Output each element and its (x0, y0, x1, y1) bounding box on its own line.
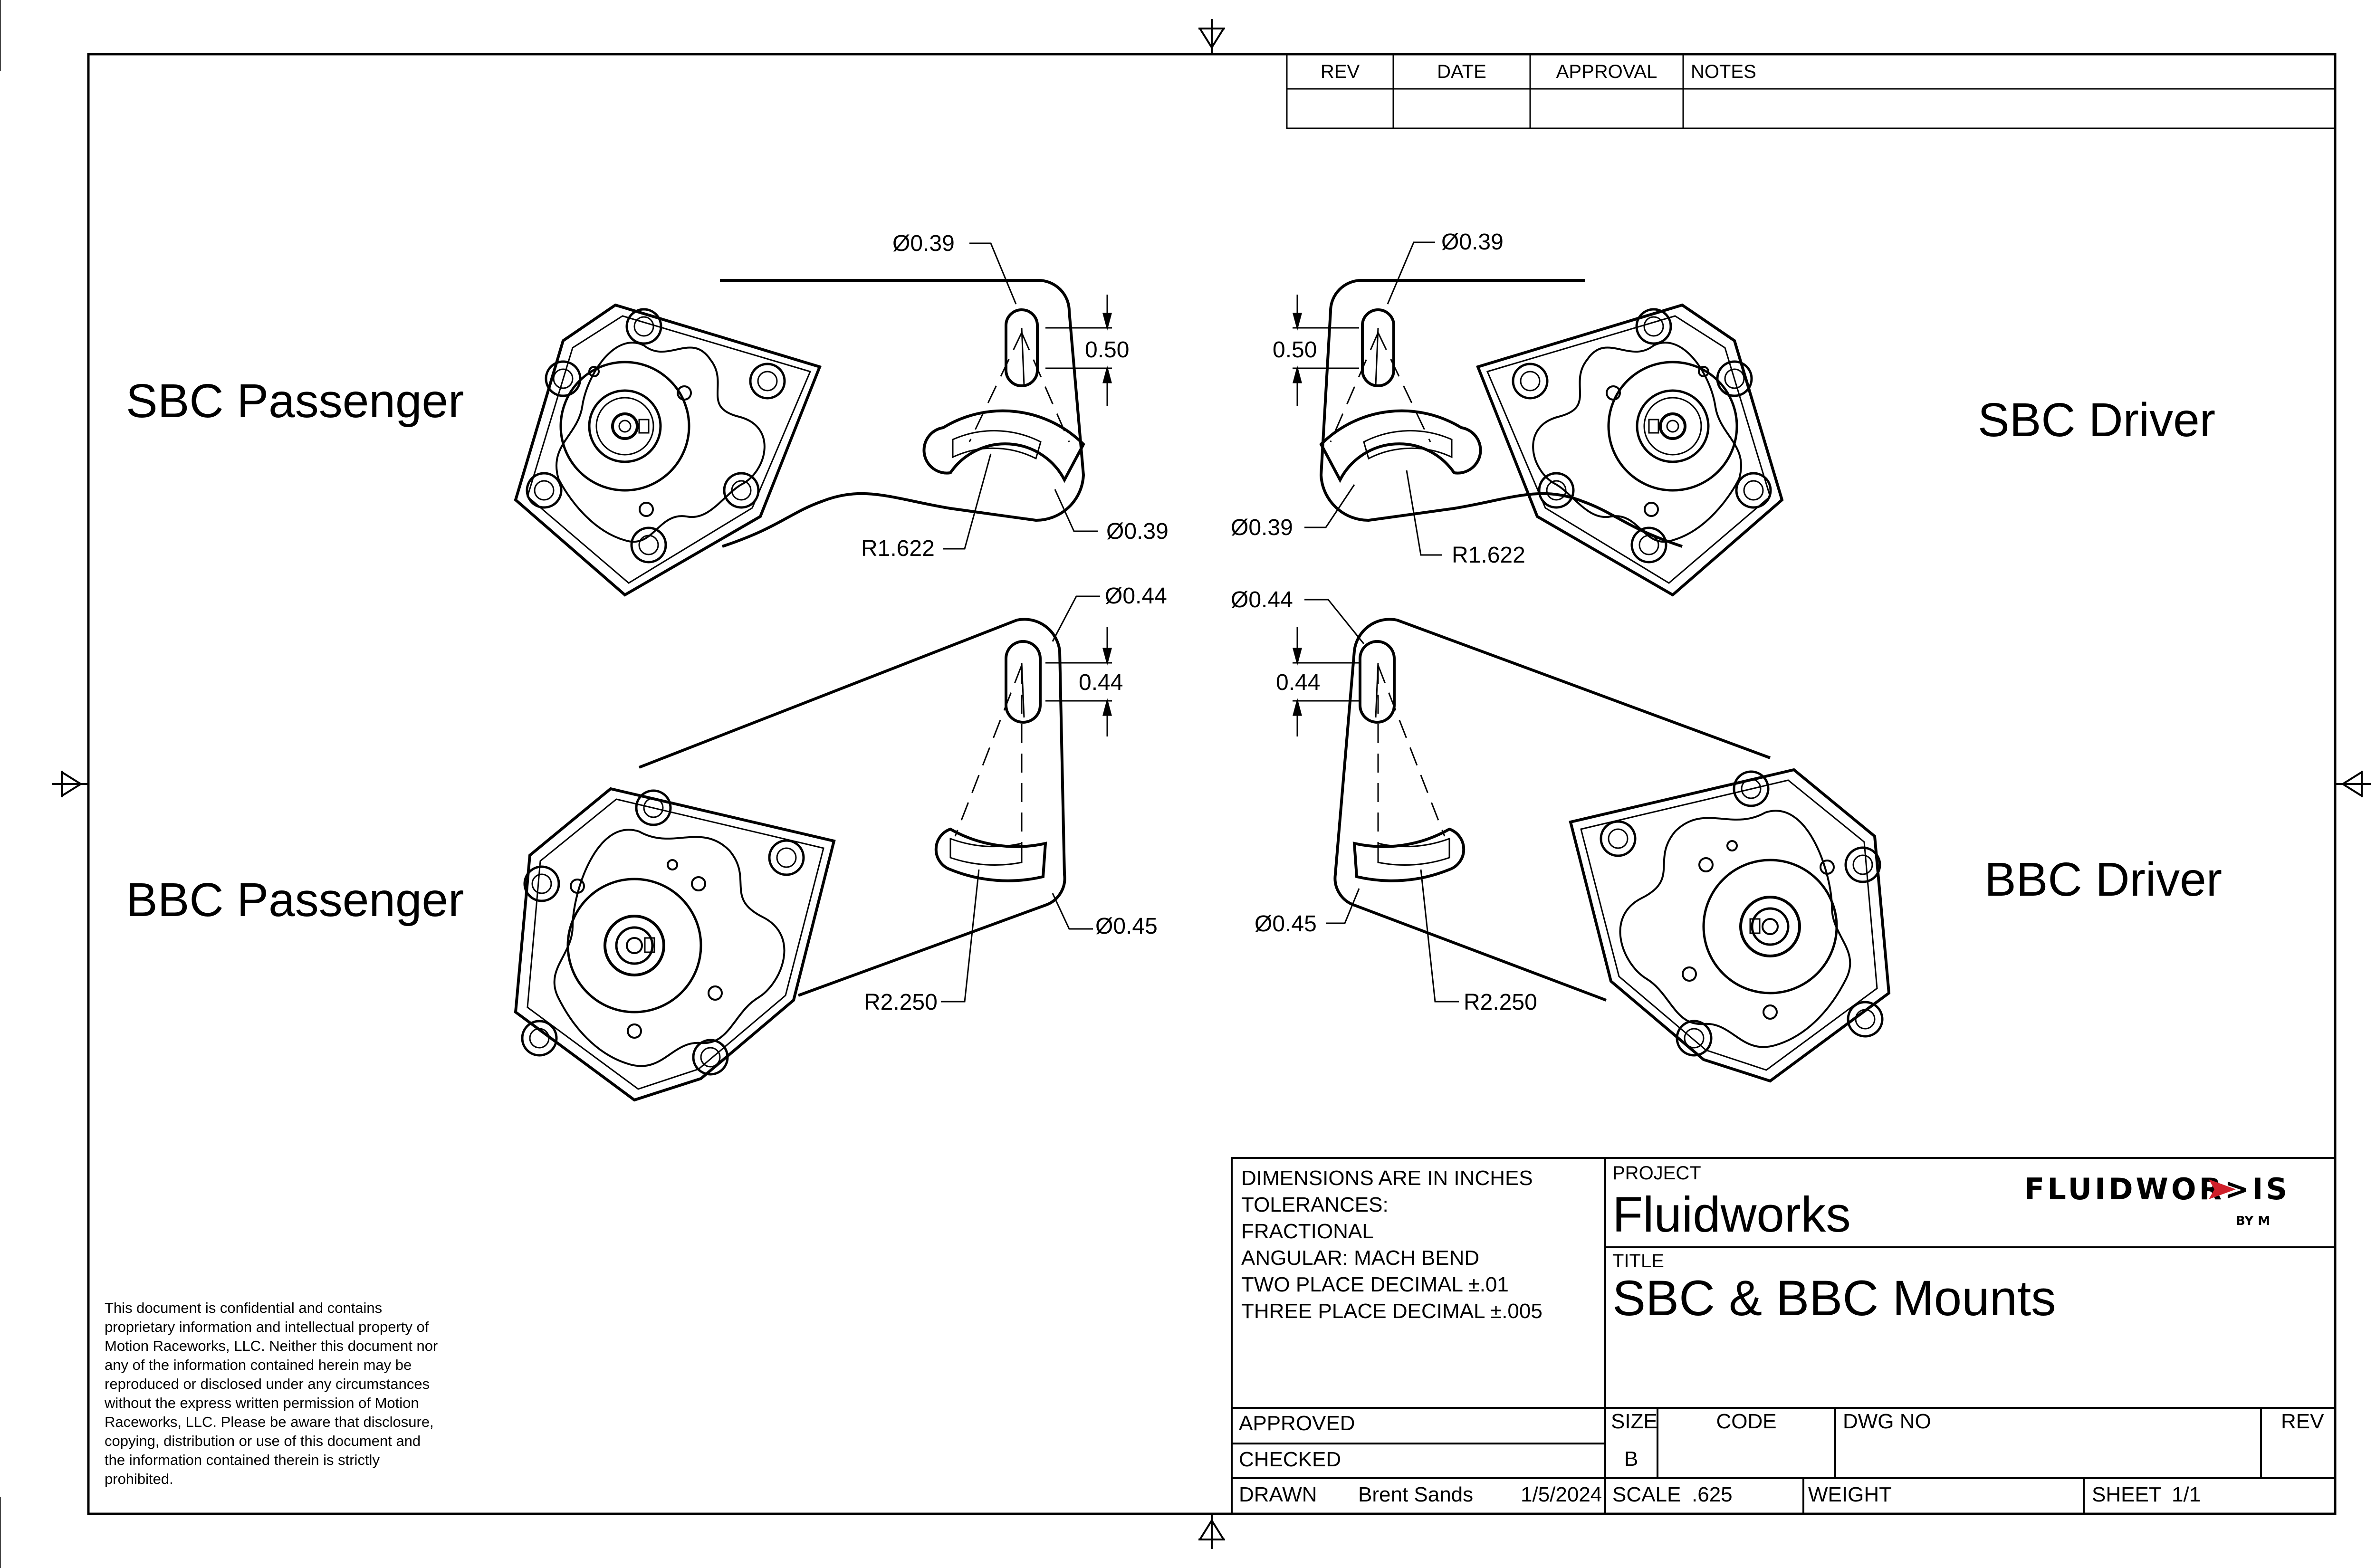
dim-bbc-passenger-arc-radius: R2.250 (864, 990, 938, 1015)
dim-sbc-passenger-arc-dia: Ø0.39 (1106, 519, 1169, 544)
tolerance-notes: DIMENSIONS ARE IN INCHES TOLERANCES: FRA… (1241, 1166, 1542, 1323)
drawing-title: SBC & BBC Mounts (1612, 1271, 2056, 1326)
zone-marker-left (52, 771, 88, 797)
part-sbc-passenger (516, 279, 1085, 595)
fluidworks-logo: FLUIDWOR>IS BY M (2024, 1172, 2290, 1228)
confidential-line: proprietary information and intellectual… (105, 1319, 429, 1335)
dim-sbc-driver-slot-len: 0.50 (1273, 337, 1317, 363)
dim-bbc-passenger-slot-dia: Ø0.44 (1105, 583, 1167, 609)
weight-label: WEIGHT (1808, 1483, 1892, 1506)
title-label: TITLE (1612, 1251, 1664, 1272)
dims-sbc-driver (1293, 241, 1442, 556)
confidential-line: any of the information contained herein … (105, 1357, 412, 1373)
size-value: B (1624, 1447, 1638, 1471)
revision-table (1286, 53, 2336, 129)
dims-bbc-driver (1293, 599, 1459, 1003)
confidential-note: This document is confidential and contai… (104, 1300, 438, 1487)
confidential-line: the information contained therein is str… (105, 1452, 380, 1468)
confidential-line: reproduced or disclosed under any circum… (105, 1376, 430, 1392)
tolerance-line: ANGULAR: MACH BEND (1241, 1246, 1479, 1270)
part-bbc-driver (1333, 618, 1889, 1081)
confidential-line: prohibited. (105, 1471, 173, 1487)
tolerance-line: FRACTIONAL (1241, 1220, 1374, 1243)
project-name: Fluidworks (1612, 1187, 1851, 1243)
dims-sbc-passenger (943, 242, 1112, 550)
dim-sbc-driver-slot-dia: Ø0.39 (1441, 229, 1504, 255)
view-label-bbc-driver: BBC Driver (1984, 853, 2222, 906)
dim-bbc-passenger-arc-dia: Ø0.45 (1095, 914, 1158, 939)
logo-byline: BY M (2236, 1214, 2270, 1228)
drawn-date: 1/5/2024 (1521, 1483, 1602, 1506)
confidential-line: copying, distribution or use of this doc… (105, 1433, 421, 1449)
dim-sbc-driver-arc-dia: Ø0.39 (1231, 515, 1293, 540)
notes-header: NOTES (1691, 61, 1756, 82)
approved-label: APPROVED (1239, 1412, 1355, 1435)
confidential-line: This document is confidential and contai… (105, 1300, 382, 1316)
scale-value: .625 (1692, 1483, 1733, 1506)
logo-wordmark: FLUIDWOR>IS (2024, 1172, 2290, 1206)
dim-sbc-passenger-slot-dia: Ø0.39 (892, 231, 955, 256)
dims-bbc-passenger (941, 595, 1112, 1003)
view-label-sbc-passenger: SBC Passenger (126, 374, 464, 428)
tolerance-line: DIMENSIONS ARE IN INCHES (1241, 1166, 1533, 1190)
tolerance-line: TWO PLACE DECIMAL ±.01 (1241, 1273, 1509, 1296)
title-block (1231, 1157, 2336, 1515)
approval-header: APPROVAL (1556, 61, 1657, 82)
dim-sbc-driver-arc-radius: R1.622 (1452, 543, 1525, 568)
zone-marker-right (2335, 771, 2371, 797)
confidential-line: Raceworks, LLC. Please be aware that dis… (105, 1414, 434, 1430)
dim-sbc-passenger-arc-radius: R1.622 (861, 536, 935, 561)
rev-label: REV (2281, 1410, 2324, 1433)
confidential-line: without the express written permission o… (104, 1395, 419, 1411)
project-label: PROJECT (1612, 1163, 1701, 1184)
code-label: CODE (1716, 1410, 1776, 1433)
size-label: SIZE (1611, 1410, 1657, 1433)
drawn-by: Brent Sands (1358, 1483, 1473, 1506)
dim-bbc-driver-arc-radius: R2.250 (1464, 990, 1537, 1015)
sheet-value: 1/1 (2172, 1483, 2201, 1506)
part-sbc-driver (1319, 279, 1782, 595)
confidential-line: Motion Raceworks, LLC. Neither this docu… (105, 1338, 438, 1354)
drawn-label: DRAWN (1239, 1483, 1317, 1506)
zone-marker-top (1198, 19, 1225, 54)
checked-label: CHECKED (1239, 1448, 1341, 1471)
date-header: DATE (1437, 61, 1486, 82)
sheet-label: SHEET (2092, 1483, 2162, 1506)
zone-marker-bottom (1198, 1514, 1225, 1549)
tolerance-line: TOLERANCES: (1241, 1193, 1389, 1216)
rev-header: REV (1321, 61, 1360, 82)
scale-label: SCALE (1612, 1483, 1681, 1506)
logo-chevron-icon (2209, 1179, 2236, 1199)
view-label-bbc-passenger: BBC Passenger (126, 873, 464, 927)
tolerance-line: THREE PLACE DECIMAL ±.005 (1241, 1300, 1542, 1323)
dim-bbc-driver-slot-dia: Ø0.44 (1231, 587, 1293, 612)
view-label-sbc-driver: SBC Driver (1978, 393, 2215, 447)
dim-sbc-passenger-slot-len: 0.50 (1085, 337, 1129, 363)
part-bbc-passenger (516, 618, 1066, 1100)
dim-bbc-driver-slot-len: 0.44 (1276, 670, 1320, 695)
dim-bbc-driver-arc-dia: Ø0.45 (1255, 911, 1317, 937)
dim-bbc-passenger-slot-len: 0.44 (1079, 670, 1123, 695)
dwg-no-label: DWG NO (1843, 1410, 1931, 1433)
